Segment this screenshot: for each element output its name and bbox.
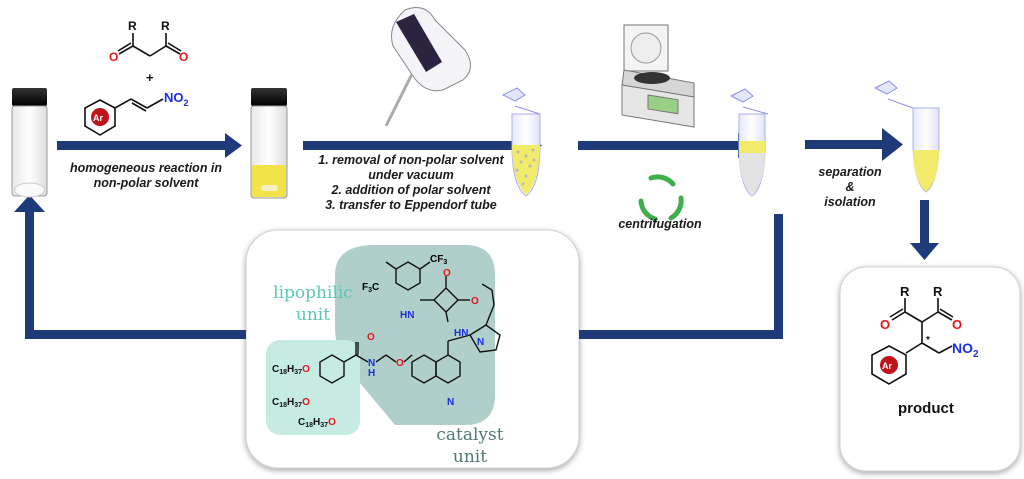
empty-vial-icon [11,88,48,198]
pipette-hand-icon [384,7,471,127]
product-nitro-label: NO2 [952,340,979,360]
lipophilic-line2: unit [295,305,331,325]
nitrostyrene-structure [84,98,164,136]
catalyst-line2: unit [452,447,488,467]
eppendorf-tube-product-icon [873,80,940,193]
catalyst-unit-highlight [335,245,495,425]
svg-text:O: O [367,332,375,343]
svg-text:O: O [396,358,404,369]
diketone-R-right: R [161,19,170,33]
product-R-left: R [900,284,910,299]
svg-text:N: N [477,337,484,348]
svg-text:C18H37O: C18H37O [298,417,336,429]
aryl-badge-icon [91,108,109,126]
catalyst-line1: catalyst [436,425,504,445]
svg-text:O: O [471,296,479,307]
svg-text:C18H37O: C18H37O [272,364,310,376]
catalyst-unit-label: catalyst unit [420,424,520,468]
centrifuge-icon [621,24,695,128]
eppendorf-tube-separated-icon [729,88,769,197]
svg-text:HN: HN [454,328,468,339]
step4-label-line3: isolation [824,195,876,209]
step2-label: 1. removal of non-polar solvent under va… [306,153,516,213]
svg-text:N: N [368,358,375,369]
product-aryl-label: Ar [882,361,892,371]
step2-label-line1: 1. removal of non-polar solvent [318,153,504,167]
arrow-step4 [805,128,903,161]
step1-label-line1: homogeneous reaction in [69,161,223,175]
step4-label-line1: separation [818,165,882,179]
diketone-R-left: R [128,19,137,33]
step3-label: centrifugation [618,217,702,231]
lipophilic-unit-highlight [266,340,360,435]
catalyst-atom-labels: C18H37O C18H37O C18H37O O N H O N N HN H… [272,254,484,429]
aryl-label: Ar [93,113,103,123]
product-stereocenter: * [926,335,930,346]
svg-text:F3C: F3C [362,282,379,294]
step2-label-line3: 2. addition of polar solvent [331,183,491,197]
catalyst-structure [319,261,501,384]
svg-text:O: O [443,268,451,279]
step2-label-line4: 3. transfer to Eppendorf tube [325,198,497,212]
svg-text:N: N [447,397,454,408]
step4-label: separation & isolation [800,165,900,210]
nitro-label: NO2 [164,90,189,108]
product-R-right: R [933,284,943,299]
plus-sign: + [146,70,154,85]
step2-label-line2: under vacuum [368,168,454,182]
product-O-left: O [880,317,890,332]
eppendorf-tube-suspension-icon [501,87,541,197]
svg-text:C18H37O: C18H37O [272,397,310,409]
recycle-loop-arrow [14,195,783,339]
yellow-vial-icon [250,88,288,199]
diketone-O-left: O [109,50,118,64]
product-aryl-badge-icon [880,356,898,374]
svg-text:HN: HN [400,310,414,321]
arrow-step3 [578,133,755,158]
product-panel [839,266,1021,472]
diketone-structure [117,33,182,57]
step1-label: homogeneous reaction in non-polar solven… [56,161,236,191]
diketone-O-right: O [179,50,188,64]
product-structure [871,298,954,385]
arrow-to-product [910,200,939,260]
svg-text:CF3: CF3 [430,254,447,266]
arrow-step1 [57,133,242,158]
product-O-right: O [952,317,962,332]
step1-label-line2: non-polar solvent [93,176,199,190]
svg-text:H: H [368,368,375,379]
lipophilic-line1: lipophilic [273,283,353,303]
recycle-icon [638,174,684,222]
product-label: product [898,400,954,417]
step4-label-line2: & [845,180,855,194]
lipophilic-unit-label: lipophilic unit [258,282,368,326]
